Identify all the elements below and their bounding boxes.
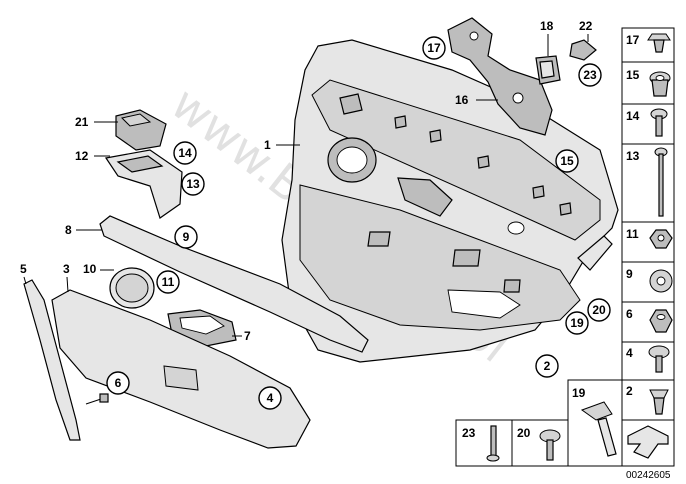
switch-part-21[interactable] xyxy=(115,109,167,151)
legend-label-2: 2 xyxy=(626,384,633,398)
label-21: 21 xyxy=(75,115,89,129)
legend-label-17: 17 xyxy=(626,33,640,47)
label-16: 16 xyxy=(455,93,469,107)
legend-label-9: 9 xyxy=(626,267,633,281)
label-20: 20 xyxy=(592,303,606,317)
label-12: 12 xyxy=(75,149,89,163)
legend-label-13: 13 xyxy=(626,149,640,163)
label-14: 14 xyxy=(178,146,192,160)
label-8: 8 xyxy=(65,223,72,237)
trim-part-12[interactable] xyxy=(104,149,183,219)
legend-label-15: 15 xyxy=(626,68,640,82)
nut-icon-11 xyxy=(649,229,673,249)
label-23: 23 xyxy=(583,68,597,82)
bracket-part-16[interactable] xyxy=(447,17,553,136)
fastener-legend: 17 15 14 13 11 9 6 4 2 xyxy=(621,27,675,421)
screw-icon-14 xyxy=(650,108,668,137)
legend-label-14: 14 xyxy=(626,109,640,123)
label-19: 19 xyxy=(570,316,584,330)
nut-icon-6 xyxy=(649,309,673,333)
arrow-icon xyxy=(627,425,669,459)
label-6: 6 xyxy=(115,376,122,390)
label-5: 5 xyxy=(20,262,27,276)
clip-part-22[interactable] xyxy=(569,39,597,61)
label-17: 17 xyxy=(427,41,441,55)
label-2: 2 xyxy=(544,359,551,373)
label-1: 1 xyxy=(264,138,271,152)
strap-icon-19 xyxy=(580,401,617,457)
document-number: 00242605 xyxy=(626,470,671,481)
nut-icon-15 xyxy=(649,71,671,97)
module-part-18[interactable] xyxy=(535,55,561,85)
screw-part-6[interactable] xyxy=(85,393,109,405)
trim-strip-part-8[interactable] xyxy=(99,215,369,353)
legend-label-19: 19 xyxy=(572,386,586,400)
legend-label-6: 6 xyxy=(626,307,633,321)
legend-label-23: 23 xyxy=(462,426,476,440)
legend-label-11: 11 xyxy=(626,227,639,241)
callouts: 1 16 18 22 21 12 8 10 5 3 7 14 13 9 11 6… xyxy=(20,19,611,410)
label-13: 13 xyxy=(186,177,200,191)
bolt-icon-13 xyxy=(654,147,668,217)
label-15: 15 xyxy=(560,154,574,168)
label-22: 22 xyxy=(579,19,593,33)
clip-icon-2 xyxy=(649,389,669,415)
bottom-legend: 23 20 19 xyxy=(455,379,675,467)
label-4: 4 xyxy=(267,391,274,405)
label-3: 3 xyxy=(63,262,70,276)
screw-icon-4 xyxy=(648,345,670,373)
legend-label-4: 4 xyxy=(626,346,633,360)
label-9: 9 xyxy=(183,230,190,244)
label-7: 7 xyxy=(244,329,251,343)
clip-icon-9 xyxy=(649,269,673,293)
pin-icon-23 xyxy=(486,425,500,462)
screw-icon-20 xyxy=(539,429,561,461)
clip-icon-17 xyxy=(647,33,671,53)
label-10: 10 xyxy=(83,262,97,276)
speaker-grille-part-10[interactable] xyxy=(109,267,155,309)
legend-label-20: 20 xyxy=(517,426,531,440)
pillar-trim-part-5[interactable] xyxy=(23,279,81,441)
armrest-part-3[interactable] xyxy=(51,289,311,449)
label-11: 11 xyxy=(162,275,175,289)
label-18: 18 xyxy=(540,19,554,33)
